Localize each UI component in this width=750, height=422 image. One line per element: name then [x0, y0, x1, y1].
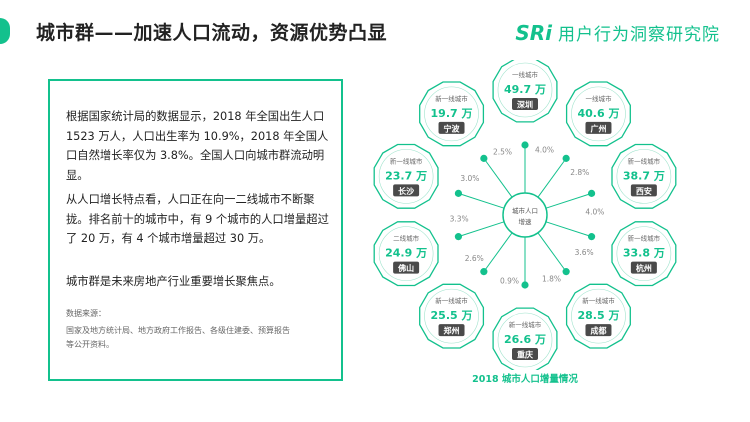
city-name-tag: [630, 184, 657, 197]
spoke-dot: [587, 189, 596, 197]
city-node-inner: [378, 149, 434, 204]
growth-rate-label: 4.0%: [585, 207, 604, 216]
city-value-label: 23.7 万: [385, 169, 427, 182]
city-name-tag: [438, 324, 465, 337]
summary-paragraph-1: 根据国家统计局的数据显示，2018 年全国出生人口 1523 万人，人口出生率为…: [66, 110, 329, 182]
city-value-label: 28.5 万: [577, 309, 619, 322]
city-name-label: 重庆: [517, 350, 533, 360]
city-tier-label: 新一线城市: [390, 156, 423, 165]
city-tier-label: 新一线城市: [435, 94, 468, 103]
city-value-label: 38.7 万: [623, 169, 665, 182]
spoke-line: [483, 158, 513, 198]
city-name-tag: [585, 324, 612, 337]
city-name-label: 广州: [590, 123, 606, 133]
source-label: 数据来源：: [66, 309, 106, 318]
city-tier-label: 二线城市: [393, 234, 420, 243]
city-node-inner: [424, 288, 479, 344]
spoke-dot: [521, 281, 529, 289]
city-name-tag: [393, 261, 420, 274]
city-growth-diagram: 4.0% 2.8% 4.0% 3.6% 1.8% 0.9% 2.6% 3.3% 3.0% 2.5%…: [373, 60, 677, 370]
city-node-inner: [571, 86, 626, 142]
city-node-inner: [497, 62, 553, 118]
city-name-label: 成都: [590, 326, 606, 336]
city-tier-label: 新一线城市: [582, 296, 615, 305]
city-node-inner: [616, 226, 672, 281]
center-hub-label: 增速: [519, 217, 533, 226]
city-tier-label: 一线城市: [512, 70, 539, 79]
city-tier-label: 新一线城市: [628, 156, 661, 165]
growth-rate-label: 3.0%: [460, 174, 479, 183]
spoke-dot: [480, 154, 488, 162]
spoke-line: [537, 158, 567, 198]
center-hub: [502, 192, 548, 238]
city-node-inner: [616, 149, 672, 204]
city-name-tag: [585, 121, 612, 134]
spoke-line: [545, 221, 592, 238]
city-name-label: 长沙: [398, 186, 414, 196]
summary-paragraph-3: 城市群是未来房地产行业重要增长聚焦点。: [66, 275, 281, 288]
spoke-dot: [454, 189, 463, 197]
city-name-tag: [393, 184, 420, 197]
growth-rate-label: 3.6%: [575, 248, 594, 257]
spoke-dot: [454, 233, 463, 241]
city-value-label: 25.5 万: [431, 309, 473, 322]
summary-paragraph-2: 从人口增长特点看，人口正在向一二线城市不断聚拢。排名前十的城市中，有 9 个城市…: [66, 193, 329, 245]
city-name-label: 杭州: [636, 263, 652, 273]
city-value-label: 49.7 万: [504, 83, 546, 96]
city-name-tag: [512, 348, 538, 360]
city-value-label: 19.7 万: [431, 107, 473, 120]
city-value-label: 26.6 万: [504, 333, 546, 346]
title-accent-tab: [0, 18, 10, 44]
city-node-inner: [378, 226, 434, 281]
city-name-tag: [438, 121, 465, 134]
city-name-tag: [630, 261, 657, 274]
growth-rate-label: 2.8%: [570, 168, 589, 177]
city-name-label: 深圳: [517, 100, 533, 110]
brand-name: 用户行为洞察研究院: [558, 25, 720, 45]
spoke-line: [458, 221, 505, 238]
page-title: 城市群——加速人口流动，资源优势凸显: [36, 22, 388, 44]
spoke-dot: [562, 154, 570, 162]
city-tier-label: 一线城市: [585, 94, 612, 103]
city-name-label: 佛山: [397, 263, 414, 273]
spoke-line: [545, 192, 592, 209]
city-value-label: 33.8 万: [623, 247, 665, 260]
brand: SRi 用户行为洞察研究院: [515, 20, 720, 46]
spoke-dot: [521, 141, 529, 149]
growth-rate-label: 1.8%: [542, 274, 561, 283]
city-name-label: 西安: [636, 186, 652, 196]
summary-box: 根据国家统计局的数据显示，2018 年全国出生人口 1523 万人，人口出生率为…: [48, 79, 343, 381]
spoke-line: [483, 232, 513, 272]
spoke-line: [537, 232, 567, 272]
city-tier-label: 新一线城市: [509, 320, 542, 329]
growth-rate-label: 0.9%: [500, 277, 519, 286]
city-tier-label: 新一线城市: [628, 234, 661, 243]
growth-rate-label: 3.3%: [450, 215, 469, 224]
city-tier-label: 新一线城市: [435, 296, 468, 305]
brand-logo: SRi: [515, 20, 552, 45]
city-value-label: 40.6 万: [577, 107, 619, 120]
center-hub-label: 城市人口: [512, 206, 538, 215]
spoke-dot: [562, 268, 570, 276]
city-name-tag: [512, 98, 538, 110]
chart-caption: 2018 城市人口增量情况: [472, 374, 578, 385]
city-node-inner: [424, 86, 479, 142]
city-node-inner: [571, 288, 626, 344]
city-value-label: 24.9 万: [385, 247, 427, 260]
spoke-line: [458, 192, 505, 209]
source-text: 国家及地方统计局、地方政府工作报告、各级住建委、预算报告等公开资料。: [66, 326, 290, 349]
city-node-inner: [497, 312, 553, 368]
growth-rate-label: 2.5%: [493, 148, 512, 157]
growth-rate-label: 2.6%: [465, 254, 484, 263]
spoke-dot: [587, 233, 596, 241]
growth-rate-label: 4.0%: [535, 145, 554, 154]
city-name-label: 宁波: [444, 123, 461, 133]
city-name-label: 郑州: [444, 326, 460, 336]
spoke-dot: [480, 268, 488, 276]
